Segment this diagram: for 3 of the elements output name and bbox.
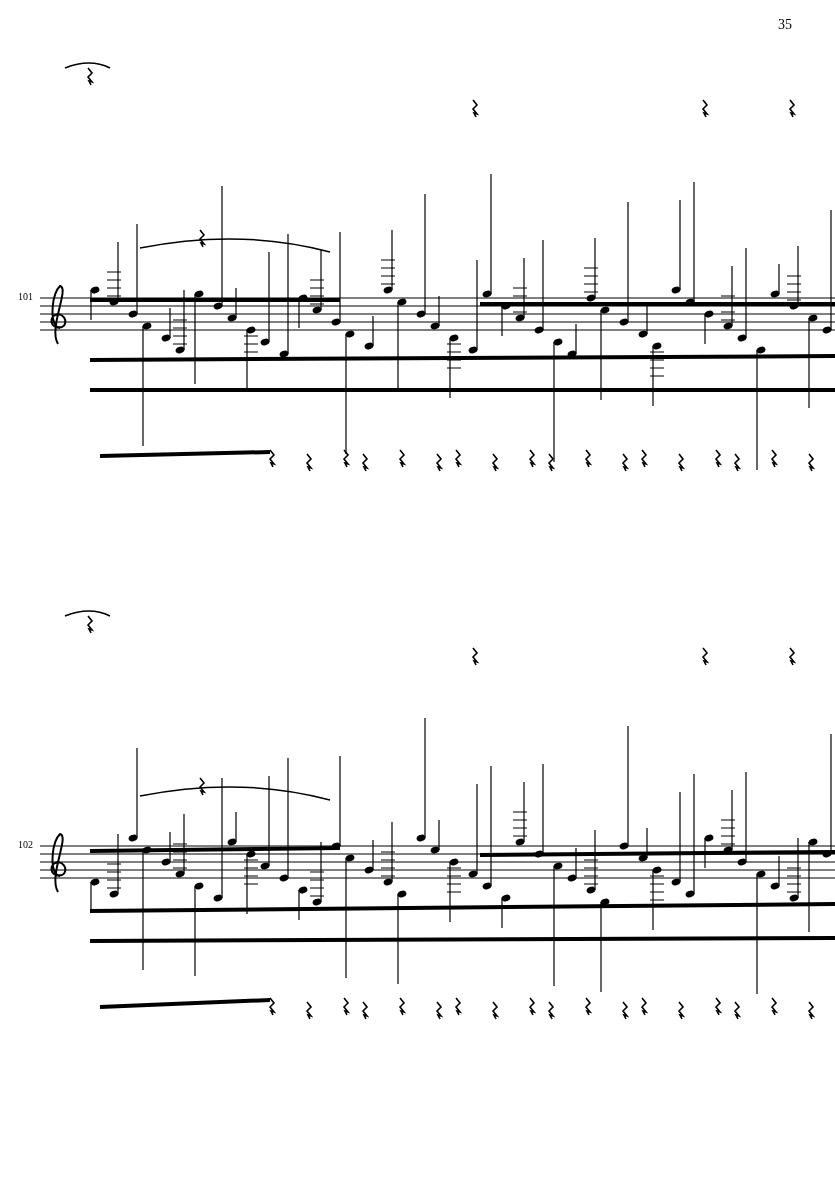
- page-number: 35: [778, 18, 792, 32]
- measure-number: 101: [18, 292, 33, 302]
- measure-number: 102: [18, 840, 33, 850]
